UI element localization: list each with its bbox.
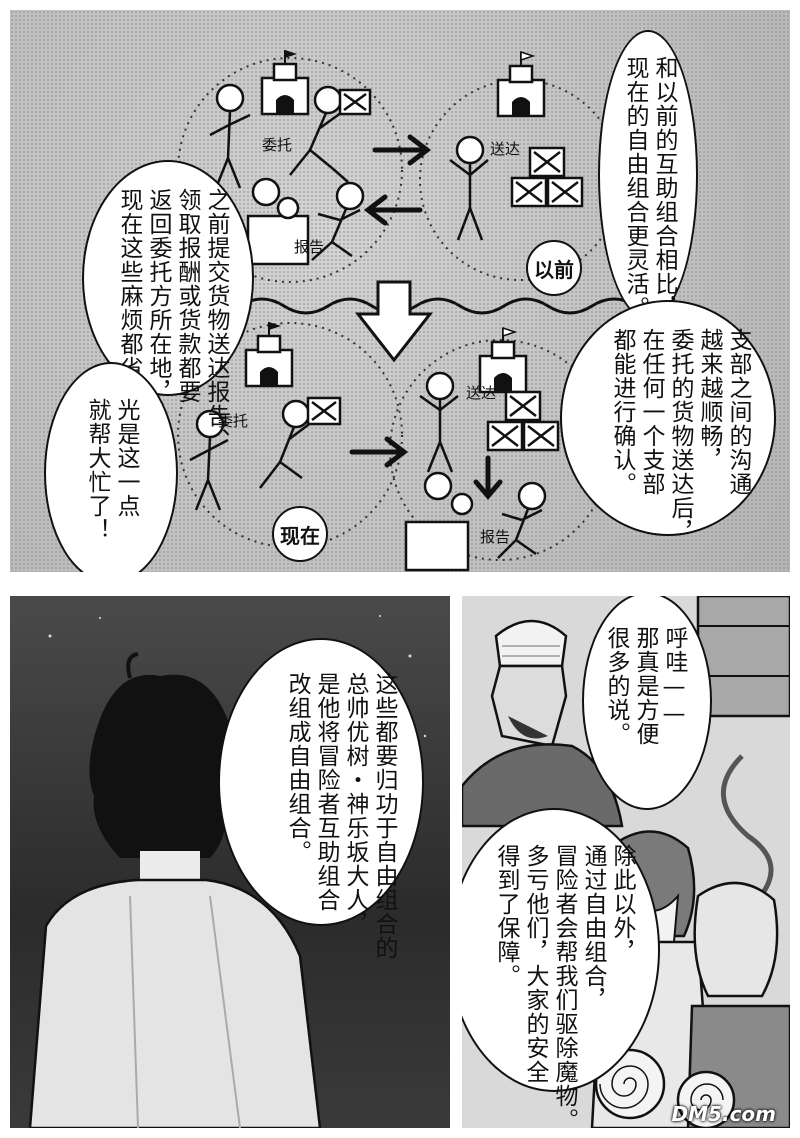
speech-bubble: 和以前的互助组合相比， 现在的自由组合更灵活。 — [598, 30, 698, 320]
right-arrow-icon — [349, 436, 409, 468]
label-report-now: 报告 — [480, 528, 511, 546]
stick-figure-adventurer-carrying — [259, 396, 342, 489]
down-arrow-icon — [473, 455, 503, 500]
castle-icon — [244, 322, 294, 388]
castle-icon — [260, 50, 310, 116]
wavy-divider — [239, 297, 637, 315]
stick-figure-client — [209, 83, 251, 189]
bubble-text-top-right-1: 和以前的互助组合相比， 现在的自由组合更灵活。 — [622, 56, 677, 320]
flow-diagram — [177, 50, 637, 572]
speech-bubble: 除此以外， 通过自由组合， 冒险者会帮我们驱除魔物。 多亏他们，大家的安全 得到… — [462, 808, 660, 1128]
stick-figure-adventurer-carrying — [289, 85, 372, 183]
left-arrow-icon — [363, 194, 423, 226]
bubble-text-top-left-2: 光是这一点 就帮大忙了！ — [84, 398, 139, 542]
stick-figure-adventurer-running — [311, 181, 365, 261]
stick-figure-receiver — [419, 371, 459, 473]
label-commission-now: 委托 — [218, 412, 249, 430]
stick-figure-adventurer-running — [497, 481, 547, 559]
label-commission-before: 委托 — [262, 136, 293, 154]
speech-bubble: 呼哇—— 那真是方便 很多的说。 — [582, 596, 712, 810]
label-deliver-now: 送达 — [466, 384, 497, 402]
label-deliver-before: 送达 — [490, 140, 521, 158]
stick-figure-client — [189, 409, 229, 511]
speech-bubble: 之前提交货物送达报告、 领取报酬或货款都要 返回委托方所在地， 现在这些麻烦都省… — [82, 160, 254, 452]
character-boy-back-view — [28, 615, 427, 1128]
speech-bubble: 这些都要归功于自由组合的 总帅优树・神乐坂大人， 是他将冒险者互助组合 改组成自… — [218, 638, 424, 960]
label-report-before: 报告 — [294, 238, 325, 256]
bubble-text-bottom-right-1: 呼哇—— 那真是方便 很多的说。 — [603, 626, 687, 746]
bubble-text-top-right-2: 支部之间的沟通 越来越顺畅， 委托的货物送达后， 在任何一个支部 都能进行确认。 — [609, 328, 751, 544]
big-down-arrow-icon — [354, 280, 434, 363]
stick-figure-clerk-at-desk — [246, 177, 310, 266]
cargo-crates-icon — [486, 390, 560, 452]
castle-icon — [478, 326, 528, 394]
badge-before: 以前 — [526, 240, 582, 296]
badge-now: 现在 — [272, 506, 328, 562]
bubble-text-bottom-left: 这些都要归功于自由组合的 总帅优树・神乐坂大人， 是他将冒险者互助组合 改组成自… — [284, 672, 397, 960]
stick-figure-clerk-at-desk — [404, 471, 474, 572]
bubble-text-bottom-right-2: 除此以外， 通过自由组合， 冒险者会帮我们驱除魔物。 多亏他们，大家的安全 得到… — [493, 844, 635, 1128]
castle-icon — [496, 50, 546, 118]
bottom-left-panel: 这些都要归功于自由组合的 总帅优树・神乐坂大人， 是他将冒险者互助组合 改组成自… — [10, 596, 450, 1128]
speech-bubble: 光是这一点 就帮大忙了！ — [44, 362, 178, 572]
speech-bubble: 支部之间的沟通 越来越顺畅， 委托的货物送达后， 在任何一个支部 都能进行确认。 — [560, 300, 776, 544]
bottom-right-panel: 呼哇—— 那真是方便 很多的说。 除此以外， 通过自由组合， 冒险者会帮我们驱除… — [462, 596, 790, 1128]
top-panel-diagram: 委托 送达 报告 委托 送达 报告 以前 现在 和以前的互助组合相比， 现在的自… — [10, 10, 790, 572]
stick-figure-receiver — [449, 135, 489, 241]
site-watermark: DM5.com — [671, 1102, 776, 1126]
cargo-crates-icon — [510, 146, 584, 208]
right-arrow-icon — [372, 134, 432, 166]
